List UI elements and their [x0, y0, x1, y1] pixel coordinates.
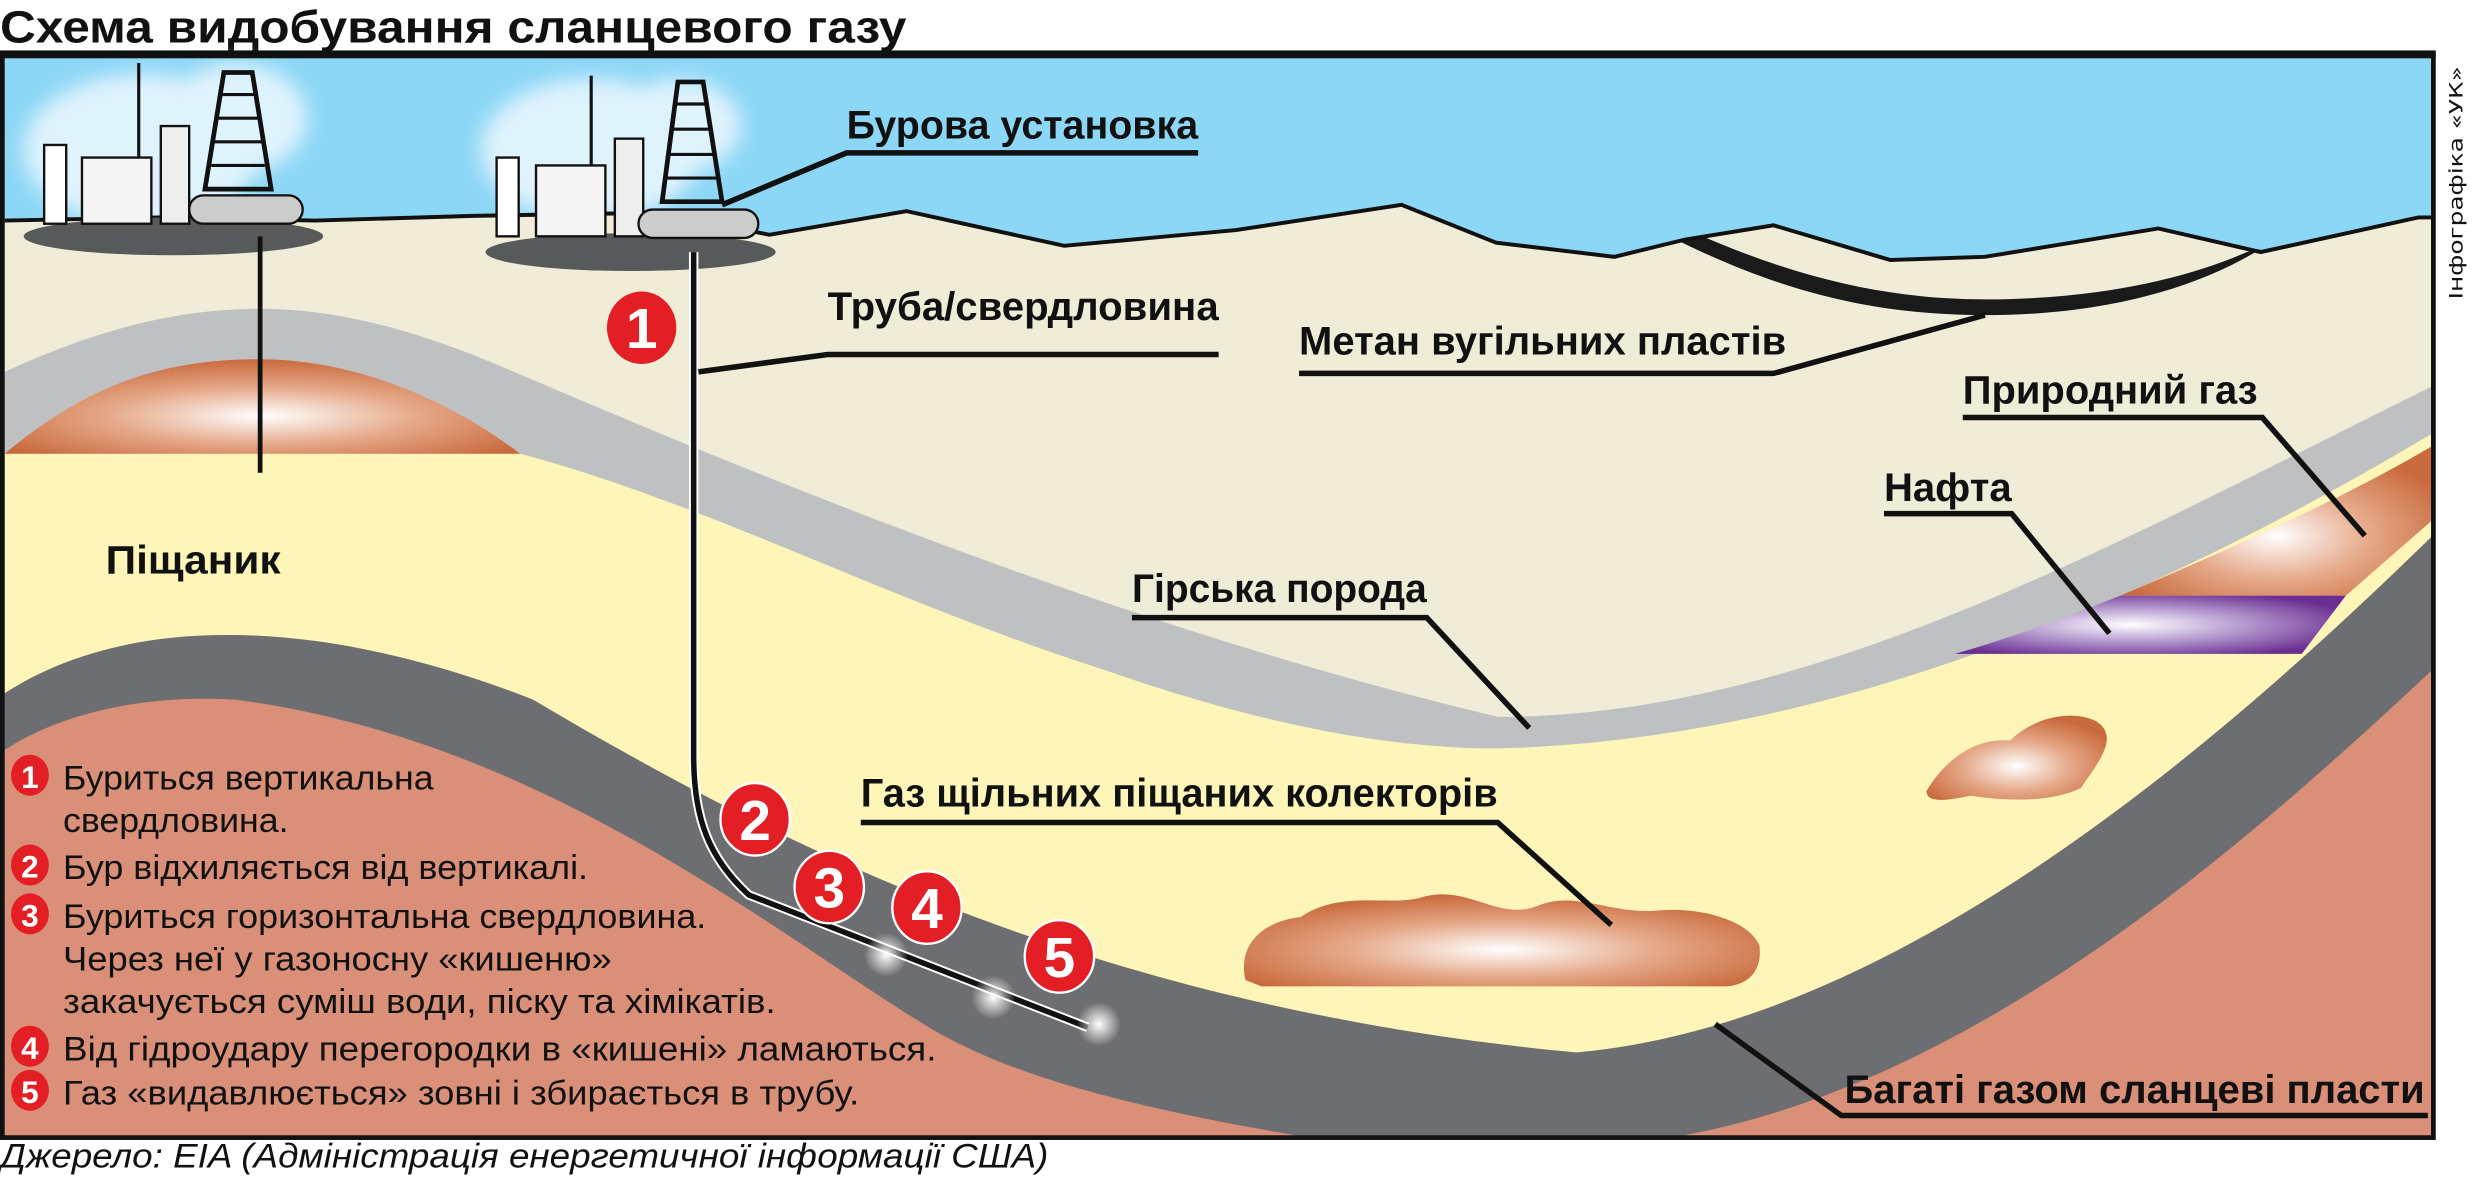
svg-text:Газ «видавлюється» зовні і зби: Газ «видавлюється» зовні і збирається в …	[63, 1075, 859, 1113]
oil-deposit	[1954, 595, 2346, 654]
label-oil: Нафта	[1884, 466, 2013, 510]
svg-text:Через неї у газоносну «кишеню»: Через неї у газоносну «кишеню»	[63, 941, 612, 979]
label-shale: Багаті газом сланцеві пласти	[1845, 1068, 2425, 1112]
legend-item-5: 5 Газ «видавлюється» зовні і збирається …	[11, 1069, 859, 1113]
page-title: Схема видобування сланцевого газу	[0, 2, 907, 53]
svg-text:закачується суміш води, піску: закачується суміш води, піску та хімікат…	[63, 983, 776, 1021]
leader-natural-gas	[1962, 414, 2367, 538]
step-marker-2: 2	[719, 781, 792, 857]
svg-text:Буриться вертикальна: Буриться вертикальна	[63, 759, 434, 797]
legend-item-3: 3 Буриться горизонтальна свердловина. Че…	[11, 893, 776, 1021]
svg-text:свердловина.: свердловина.	[63, 802, 288, 840]
svg-text:5: 5	[1044, 927, 1076, 990]
label-natural-gas: Природний газ	[1963, 368, 2258, 412]
tight-gas-pocket	[1243, 894, 1760, 987]
leader-rock	[1131, 614, 1532, 730]
source-note: Джерело: EIA (Адміністрація енергетичної…	[0, 1138, 1048, 1176]
leader-oil	[1883, 510, 2112, 636]
label-rock: Гірська порода	[1132, 567, 1428, 611]
fracture-glow	[971, 975, 1016, 1020]
leader-rig	[720, 150, 1199, 208]
leader-shale	[1713, 1021, 2428, 1119]
legend-item-4: 4 Від гідроудару перегородки в «кишені» …	[11, 1025, 936, 1068]
label-coalbed-methane: Метан вугільних пластів	[1299, 320, 1786, 364]
drilling-rig-right	[485, 75, 776, 272]
legend-item-2: 2 Бур відхиляється від вертикалі.	[11, 844, 588, 887]
svg-text:1: 1	[626, 298, 658, 361]
coal-seam	[1679, 236, 2261, 316]
leader-coalbed-methane	[1299, 312, 1986, 377]
label-sandstone: Піщаник	[106, 539, 281, 583]
shale-layer	[4, 535, 2433, 1138]
legend-item-1: 1 Буриться вертикальна свердловина.	[11, 754, 434, 840]
drilling-rig-left	[23, 63, 324, 256]
step-marker-3: 3	[793, 849, 866, 925]
label-tight-gas: Газ щільних піщаних колекторів	[861, 772, 1498, 816]
label-pipe: Труба/свердловина	[828, 285, 1220, 329]
well-pipe	[690, 252, 1089, 1030]
frame	[0, 51, 2436, 1140]
svg-text:2: 2	[739, 790, 771, 853]
svg-text:Від гідроудару перегородки в «: Від гідроудару перегородки в «кишені» ла…	[63, 1030, 936, 1068]
svg-text:3: 3	[21, 897, 39, 933]
svg-text:2: 2	[21, 849, 39, 885]
svg-text:5: 5	[21, 1074, 39, 1110]
label-rig: Бурова установка	[847, 104, 1200, 148]
svg-text:4: 4	[911, 878, 943, 941]
fracture-glow	[863, 932, 909, 977]
legend: 1 Буриться вертикальна свердловина. 2 Бу…	[11, 754, 936, 1113]
step-marker-5: 5	[1023, 918, 1096, 994]
natural-gas-deposit	[2120, 445, 2433, 596]
fracture-glow	[1076, 1002, 1121, 1047]
leader-tight-gas	[860, 819, 1614, 927]
credit: Інфографіка «УК»	[2446, 66, 2468, 299]
leader-pipe	[698, 351, 1219, 375]
svg-text:4: 4	[21, 1030, 39, 1066]
svg-text:Бур відхиляється від вертикалі: Бур відхиляється від вертикалі.	[63, 849, 588, 887]
svg-text:Буриться горизонтальна свердло: Буриться горизонтальна свердловина.	[63, 898, 706, 936]
step-marker-1: 1	[606, 291, 677, 364]
tight-gas-pocket	[1926, 715, 2107, 800]
svg-text:1: 1	[21, 759, 39, 795]
step-marker-4: 4	[891, 870, 963, 945]
svg-text:3: 3	[813, 858, 845, 921]
